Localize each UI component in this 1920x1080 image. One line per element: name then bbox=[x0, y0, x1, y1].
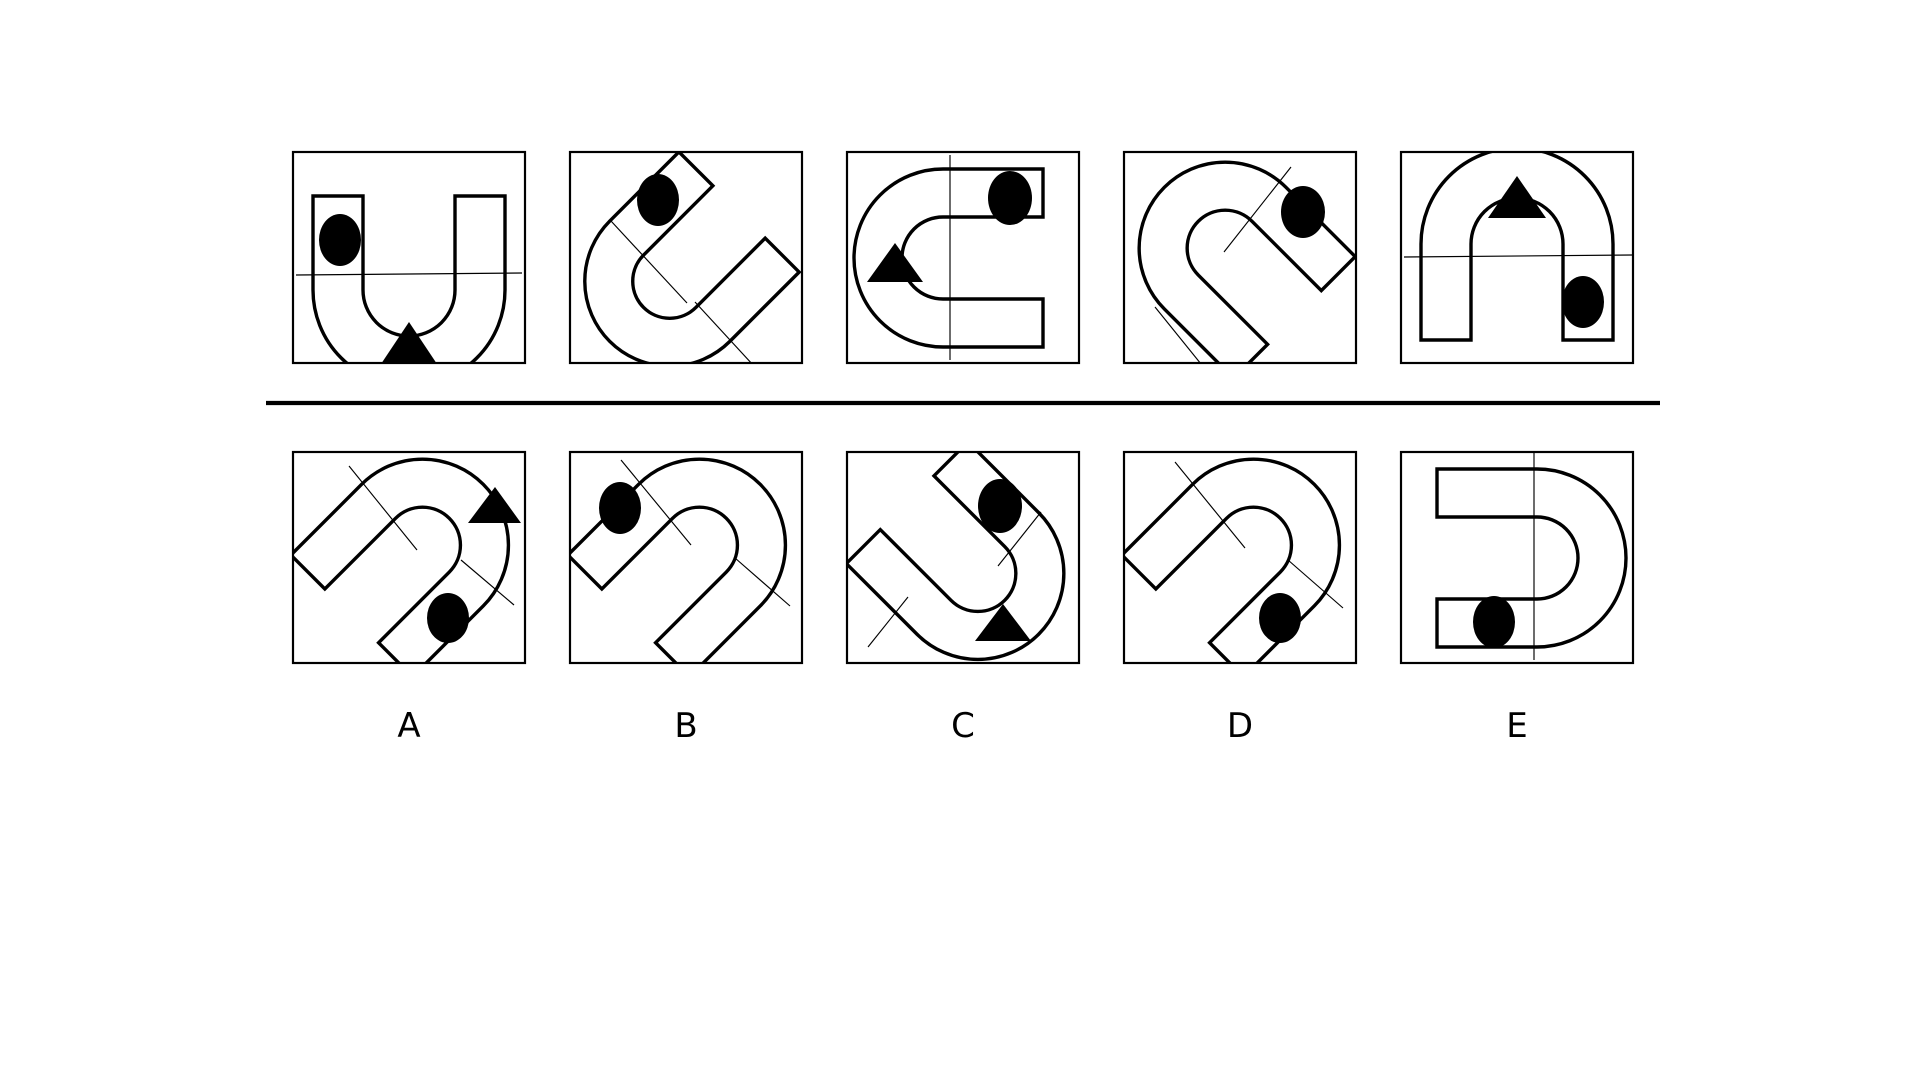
ellipse-marker bbox=[427, 593, 469, 643]
u-band-shape bbox=[293, 457, 511, 663]
option-panel-B[interactable]: B bbox=[568, 424, 821, 746]
panel-frame[interactable] bbox=[291, 450, 527, 665]
option-panel-E[interactable]: E bbox=[1399, 443, 1635, 746]
panel-frame bbox=[1122, 150, 1358, 365]
hairline-marker-2 bbox=[734, 557, 791, 607]
ellipse-marker bbox=[1281, 186, 1325, 238]
hairline-marker-1 bbox=[1223, 166, 1292, 253]
u-band-shape bbox=[847, 452, 1066, 662]
hairline-marker bbox=[295, 272, 523, 276]
option-label-B: B bbox=[674, 706, 697, 746]
option-label-C: C bbox=[951, 706, 975, 746]
ellipse-marker bbox=[978, 479, 1022, 533]
panel-frame bbox=[845, 150, 1081, 365]
ellipse-marker bbox=[319, 214, 361, 266]
hairline-marker-1 bbox=[1174, 461, 1246, 549]
triangle-marker bbox=[867, 243, 923, 282]
option-panel-D[interactable]: D bbox=[1122, 424, 1375, 746]
panel-frame[interactable] bbox=[1122, 450, 1358, 665]
stimulus-panel-2 bbox=[568, 150, 804, 365]
panel-frame[interactable] bbox=[568, 450, 804, 665]
hairline-marker-2 bbox=[1287, 559, 1344, 609]
panel-frame bbox=[568, 150, 804, 365]
u-band-shape bbox=[570, 457, 788, 663]
option-panel-C[interactable]: C bbox=[845, 442, 1099, 746]
u-band-shape bbox=[1124, 457, 1342, 663]
u-band-shape bbox=[583, 152, 802, 363]
option-label-A: A bbox=[397, 706, 420, 746]
u-band-shape bbox=[1419, 152, 1615, 342]
hairline-marker-2 bbox=[867, 596, 909, 648]
triangle-marker bbox=[468, 487, 521, 523]
option-panel-A[interactable]: A bbox=[291, 424, 544, 746]
option-label-E: E bbox=[1506, 706, 1527, 746]
hairline-marker-1 bbox=[620, 459, 692, 546]
triangle-marker bbox=[975, 604, 1031, 641]
u-band-shape bbox=[852, 167, 1045, 349]
hairline-marker-1 bbox=[997, 511, 1042, 567]
triangle-marker bbox=[381, 322, 437, 363]
hairline-marker-2 bbox=[460, 559, 515, 606]
stimulus-panel-4 bbox=[1122, 150, 1358, 365]
hairline-marker-2 bbox=[694, 301, 752, 363]
triangle-marker bbox=[1488, 176, 1546, 218]
u-band-shape bbox=[1435, 467, 1628, 649]
u-band-shape bbox=[311, 194, 507, 363]
option-label-D: D bbox=[1227, 706, 1253, 746]
hairline-marker-1 bbox=[610, 220, 688, 304]
ellipse-marker bbox=[637, 174, 679, 226]
hairline-marker bbox=[1403, 254, 1633, 258]
hairline-marker-1 bbox=[348, 465, 418, 551]
ellipse-marker bbox=[599, 482, 641, 534]
stimulus-panel-1 bbox=[291, 150, 527, 365]
ellipse-marker bbox=[988, 171, 1032, 225]
u-band-shape bbox=[1137, 160, 1356, 363]
panel-frame[interactable] bbox=[845, 450, 1081, 665]
ellipse-marker bbox=[1473, 596, 1515, 648]
ellipse-marker bbox=[1259, 593, 1301, 643]
stimulus-panel-5 bbox=[1399, 150, 1635, 365]
stimulus-panel-3 bbox=[845, 150, 1081, 365]
hairline-marker-2 bbox=[1154, 306, 1201, 363]
ellipse-marker bbox=[1562, 276, 1604, 328]
